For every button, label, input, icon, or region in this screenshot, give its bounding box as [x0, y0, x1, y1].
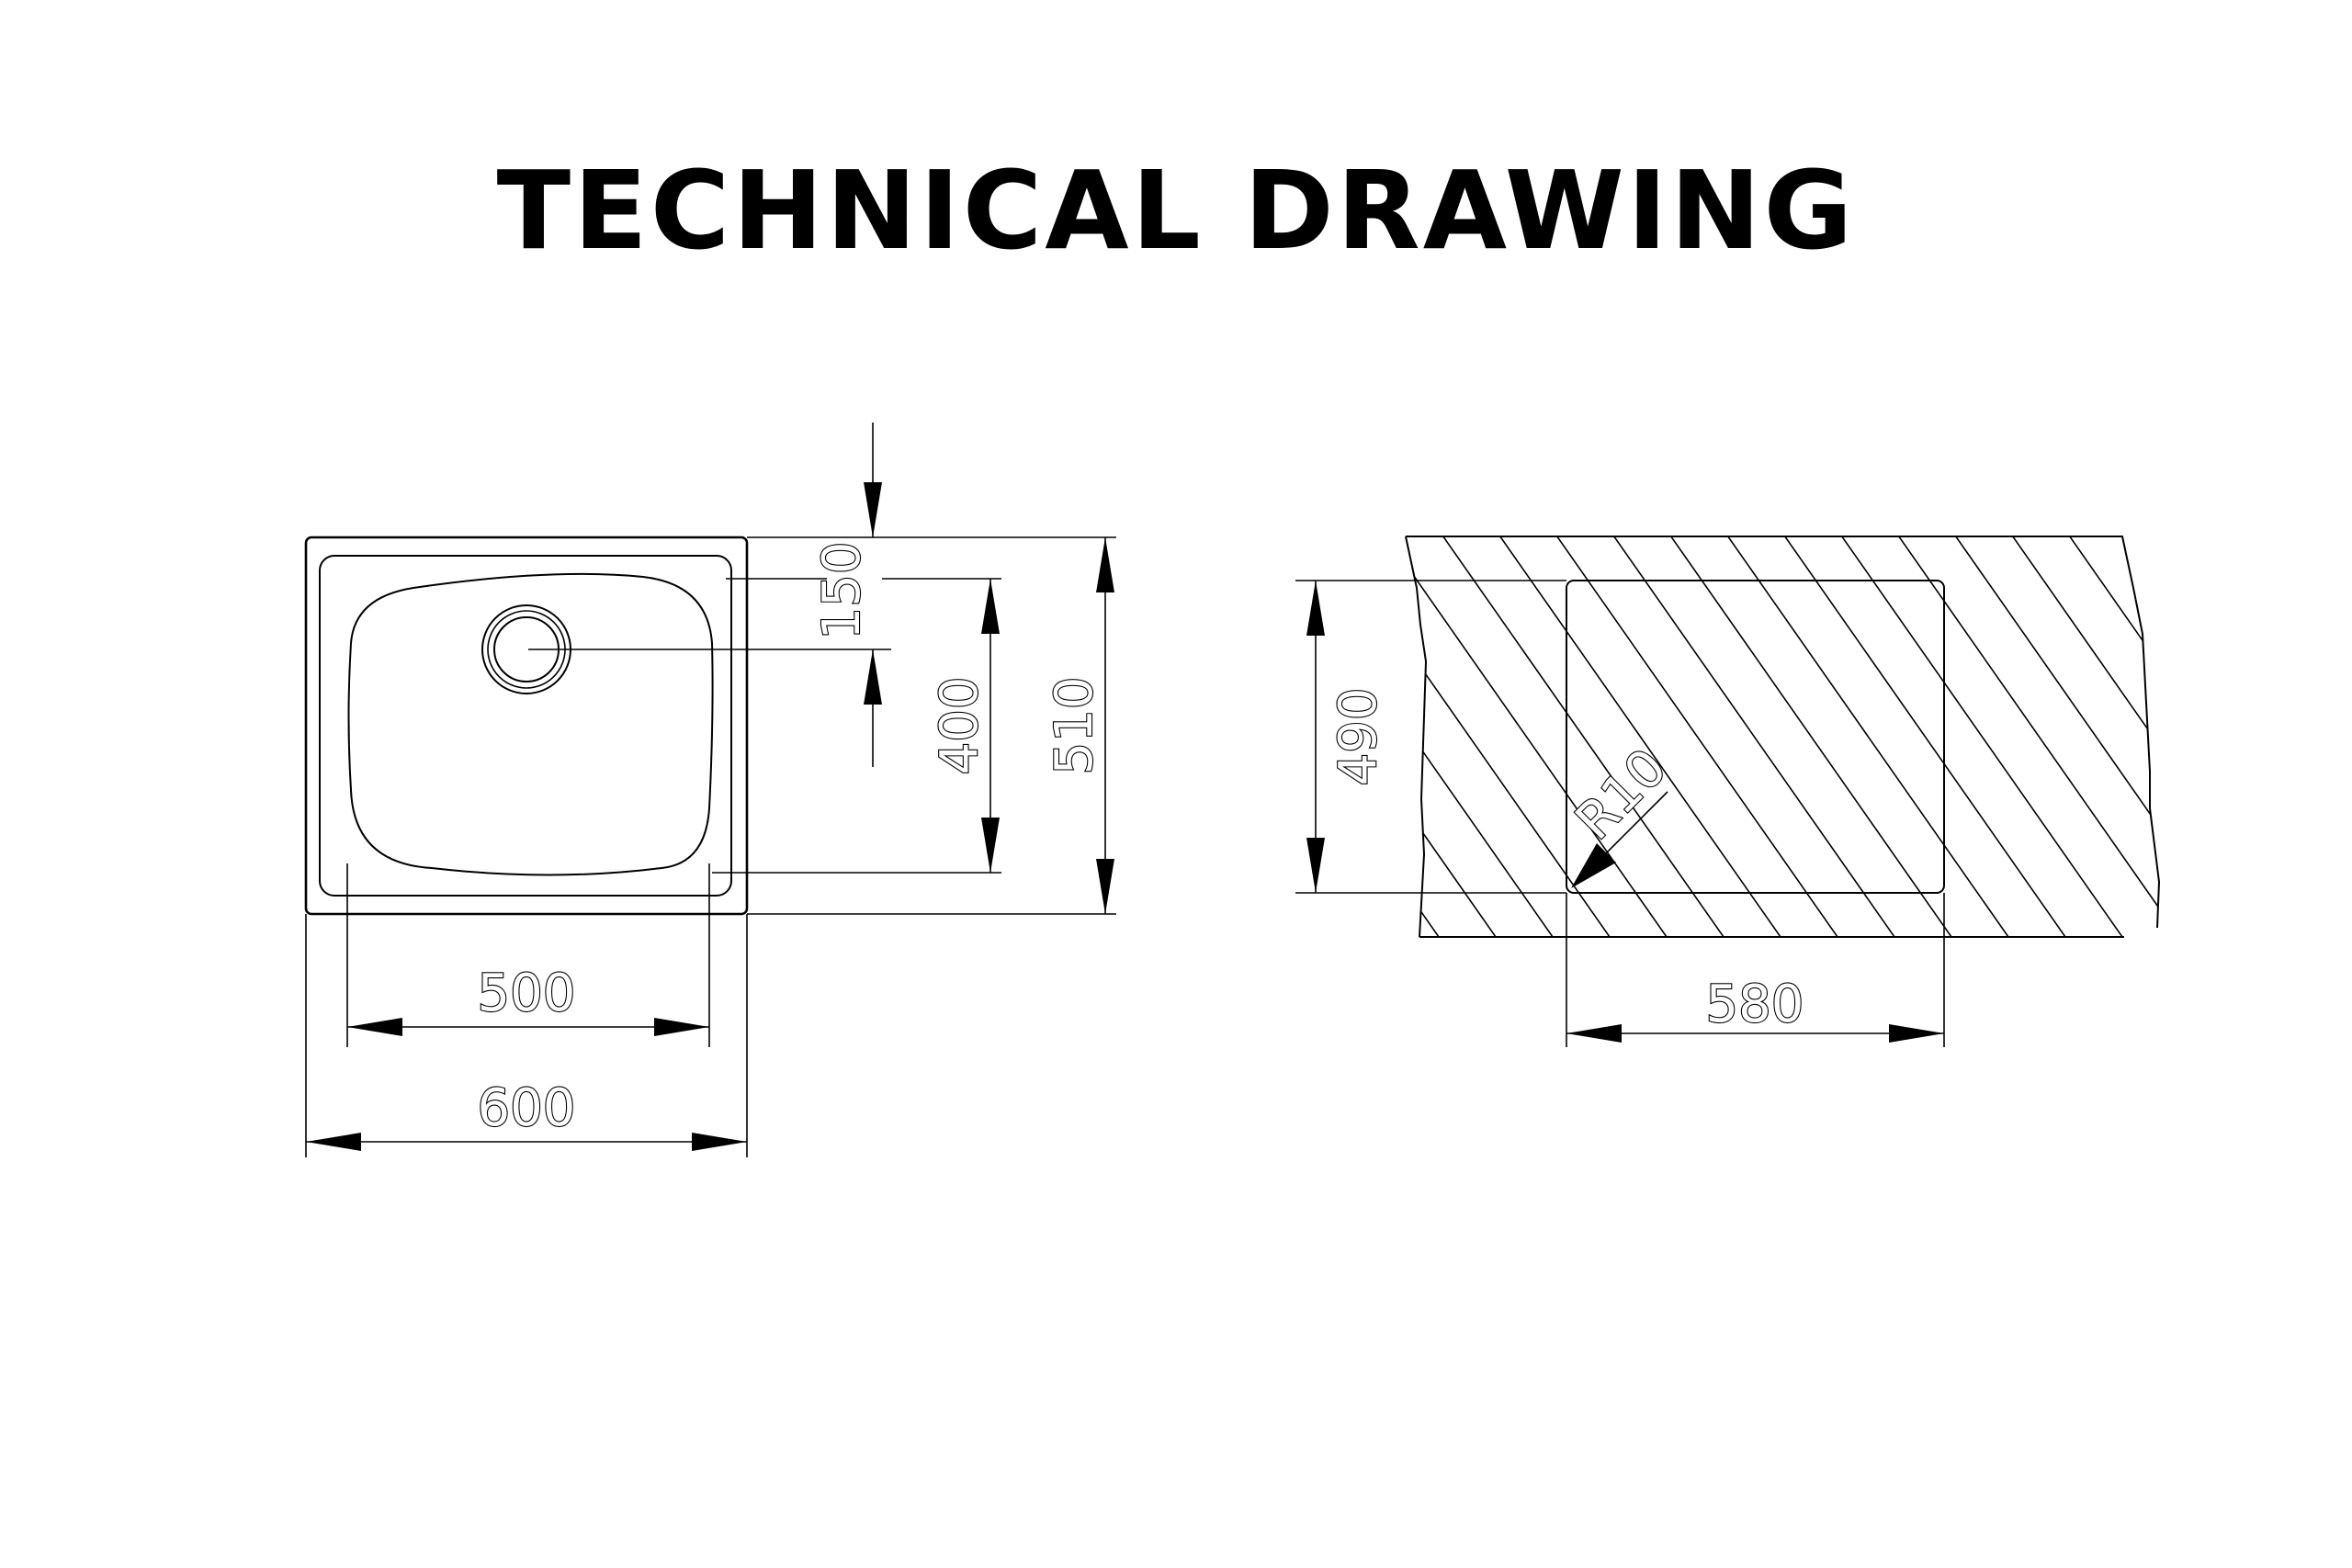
countertop-outline	[1405, 536, 2161, 938]
sink-inner-rim	[319, 555, 732, 897]
dimension-lines-cutout	[1295, 580, 1945, 1047]
countertop-hatching	[1406, 536, 2159, 937]
sink-bowl	[347, 572, 714, 876]
cutout-opening	[1566, 580, 1945, 894]
dim-label-600: 600	[478, 1078, 576, 1138]
page-title: TECHNICAL DRAWING	[496, 147, 1856, 274]
dim-label-400: 400	[930, 677, 989, 775]
dim-label-580: 580	[1706, 975, 1804, 1034]
dim-label-150: 150	[812, 542, 872, 640]
dim-label-510: 510	[1045, 677, 1104, 775]
sink-outer-rim	[304, 536, 749, 916]
dim-label-r10: R10	[1565, 738, 1679, 852]
sink-top-view	[304, 536, 749, 916]
countertop-cutout-view	[1405, 536, 2161, 938]
dimension-lines-top-view	[305, 423, 1116, 1157]
dim-label-490: 490	[1329, 688, 1388, 786]
dim-label-500: 500	[478, 964, 576, 1023]
